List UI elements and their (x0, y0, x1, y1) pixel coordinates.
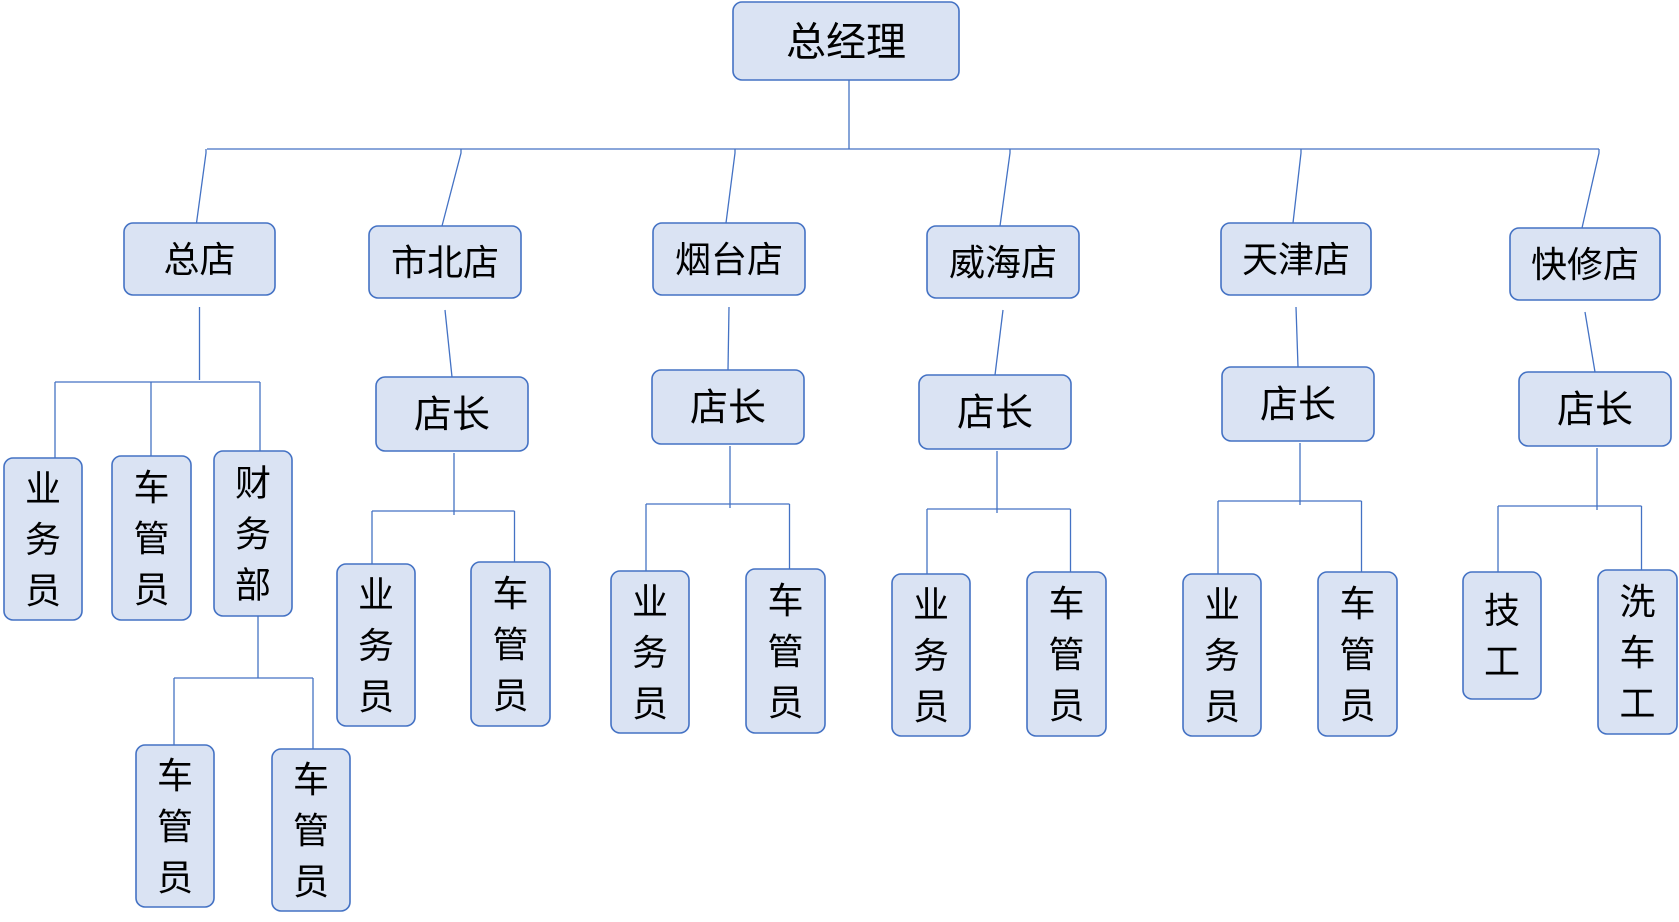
leaf-node-3-0-label: 业务员 (913, 585, 949, 728)
branch-connector-0 (195, 149, 207, 224)
hq-child-1: 车管员 (111, 455, 192, 621)
branch-connector-2 (725, 149, 736, 224)
manager-connector-4 (1295, 306, 1299, 368)
branch-node-3-box (926, 225, 1080, 299)
manager-connector-3 (994, 309, 1004, 376)
leaf-node-4-0-box (1182, 573, 1262, 737)
leaf-node-4-1: 车管员 (1317, 571, 1398, 737)
leaf-node-5-1: 洗车工 (1597, 569, 1678, 735)
branch-node-5: 快修店 (1509, 227, 1661, 301)
leaf-node-4-0: 业务员 (1182, 573, 1262, 737)
leaf-node-3-1: 车管员 (1026, 571, 1107, 737)
leaf-node-3-0-box (891, 573, 971, 737)
leaf-node-3-0: 业务员 (891, 573, 971, 737)
manager-node-5-label: 店长 (1557, 388, 1633, 432)
manager-node-1-label: 店长 (414, 393, 490, 437)
hq-child-0: 业务员 (3, 457, 83, 621)
branch-node-4-box (1220, 222, 1372, 296)
leaf-node-2-1-label: 车管员 (767, 581, 803, 724)
manager-node-5-box (1518, 371, 1672, 447)
leaf-node-1-1-label: 车管员 (492, 574, 528, 717)
branch-node-0-box (123, 222, 276, 296)
manager-connector-2 (727, 306, 730, 371)
branch-node-1-label: 市北店 (391, 243, 499, 284)
leaf-node-2-0: 业务员 (610, 570, 690, 734)
branch-node-2: 烟台店 (652, 222, 806, 296)
leaf-node-2-0-box (610, 570, 690, 734)
branch-node-2-label: 烟台店 (675, 240, 783, 281)
branch-node-0-label: 总店 (163, 240, 235, 281)
finance-child-1-box (271, 748, 351, 912)
leaf-node-1-0: 业务员 (336, 563, 416, 727)
leaf-node-2-1-box (745, 568, 826, 734)
root-node: 总经理 (732, 1, 960, 81)
hq-child-2-label: 财务部 (235, 463, 271, 606)
leaf-node-5-1-box (1597, 569, 1678, 735)
manager-node-4-label: 店长 (1260, 383, 1336, 427)
root-node-box (732, 1, 960, 81)
manager-connector-5 (1584, 311, 1596, 373)
branch-node-5-label: 快修店 (1531, 245, 1639, 286)
branch-node-3-label: 威海店 (949, 243, 1057, 284)
branch-connector-4 (1292, 149, 1302, 224)
leaf-node-5-0-label: 技工 (1484, 591, 1520, 683)
leaf-node-4-0-label: 业务员 (1204, 585, 1240, 728)
hq-child-2-box (213, 450, 293, 617)
finance-child-0: 车管员 (135, 744, 215, 908)
leaf-node-3-1-label: 车管员 (1048, 584, 1084, 727)
branch-connector-3 (999, 149, 1011, 227)
branch-node-1: 市北店 (368, 225, 522, 299)
manager-node-3: 店长 (918, 374, 1072, 450)
manager-connector-1 (444, 309, 453, 378)
manager-node-2: 店长 (651, 369, 805, 445)
leaf-node-4-1-box (1317, 571, 1398, 737)
leaf-node-3-1-box (1026, 571, 1107, 737)
hq-child-1-label: 车管员 (133, 468, 169, 611)
finance-child-0-label: 车管员 (157, 756, 193, 899)
manager-node-3-box (918, 374, 1072, 450)
hq-child-0-label: 业务员 (25, 469, 61, 612)
finance-child-0-box (135, 744, 215, 908)
hq-child-0-box (3, 457, 83, 621)
manager-node-5: 店长 (1518, 371, 1672, 447)
manager-node-1: 店长 (375, 376, 529, 452)
finance-child-1: 车管员 (271, 748, 351, 912)
hq-child-2: 财务部 (213, 450, 293, 617)
branch-node-0: 总店 (123, 222, 276, 296)
manager-node-1-box (375, 376, 529, 452)
manager-node-3-label: 店长 (957, 391, 1033, 435)
leaf-node-5-0-box (1462, 571, 1542, 700)
leaf-node-2-0-label: 业务员 (632, 582, 668, 725)
branch-node-3: 威海店 (926, 225, 1080, 299)
branch-connector-1 (441, 149, 462, 227)
leaf-node-5-0: 技工 (1462, 571, 1542, 700)
branch-node-4-label: 天津店 (1242, 240, 1350, 281)
finance-child-1-label: 车管员 (293, 760, 329, 903)
manager-node-4: 店长 (1221, 366, 1375, 442)
leaf-node-1-0-label: 业务员 (358, 575, 394, 718)
root-node-label: 总经理 (786, 19, 906, 65)
leaf-node-1-1: 车管员 (470, 561, 551, 727)
leaf-node-4-1-label: 车管员 (1339, 584, 1375, 727)
branch-node-2-box (652, 222, 806, 296)
branch-node-4: 天津店 (1220, 222, 1372, 296)
leaf-node-1-1-box (470, 561, 551, 727)
leaf-node-5-1-label: 洗车工 (1619, 582, 1655, 725)
manager-node-4-box (1221, 366, 1375, 442)
leaf-node-1-0-box (336, 563, 416, 727)
branch-connector-5 (1581, 149, 1600, 229)
manager-node-2-box (651, 369, 805, 445)
leaf-node-2-1: 车管员 (745, 568, 826, 734)
branch-node-5-box (1509, 227, 1661, 301)
branch-node-1-box (368, 225, 522, 299)
manager-node-2-label: 店长 (690, 386, 766, 430)
hq-child-1-box (111, 455, 192, 621)
